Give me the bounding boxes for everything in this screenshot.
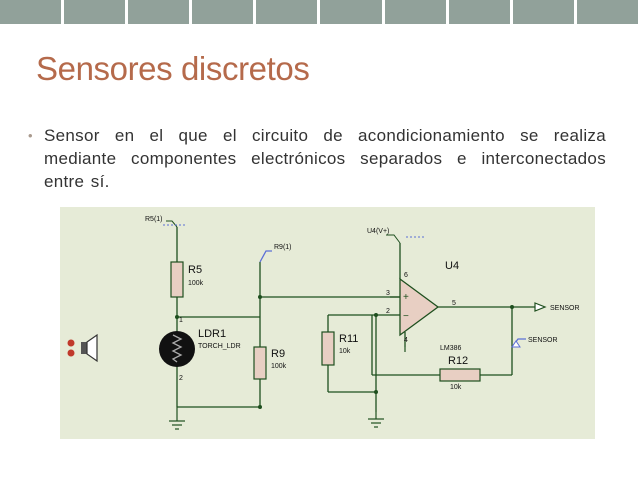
label-pin-6: 6	[404, 272, 408, 279]
junction-dots	[175, 295, 514, 409]
label-r11-value: 10k	[339, 348, 351, 355]
label-sensor-output: SENSOR	[550, 305, 580, 312]
circuit-labels: R5(1) R9(1) U4(V+) R5 100k LDR1 TORCH_LD…	[145, 216, 580, 391]
svg-text:−: −	[403, 311, 409, 322]
bullet-text: Sensor en el que el circuito de acondici…	[44, 126, 606, 191]
top-decorative-band	[0, 0, 638, 24]
opamp-u4: + −	[390, 277, 440, 337]
label-ldr-pin-1: 1	[179, 317, 183, 324]
label-r12-value: 10k	[450, 384, 462, 391]
label-u4-vplus: U4(V+)	[367, 228, 389, 235]
label-lm386: LM386	[440, 345, 462, 352]
r12-resistor	[439, 368, 481, 382]
label-r9-value: 100k	[271, 363, 287, 370]
svg-text:+: +	[403, 292, 409, 303]
bullet-dot-icon: •	[28, 128, 33, 143]
label-u4: U4	[445, 260, 459, 272]
bullet-item: • Sensor en el que el circuito de acondi…	[28, 124, 606, 193]
label-ldr: LDR1	[198, 328, 226, 340]
label-r9-1: R9(1)	[274, 244, 292, 251]
label-pin-3: 3	[386, 290, 390, 297]
power-probe-u4	[386, 234, 426, 244]
label-r11: R11	[339, 333, 358, 345]
label-r5-1: R5(1)	[145, 216, 163, 223]
label-sensor-probe: SENSOR	[528, 337, 558, 344]
label-ldr-sub: TORCH_LDR	[198, 343, 241, 350]
ground-symbols	[169, 347, 406, 430]
label-pin-4: 4	[404, 337, 408, 344]
label-r9: R9	[271, 348, 285, 360]
label-r5: R5	[188, 264, 202, 276]
r11-resistor	[321, 331, 335, 366]
r9-resistor	[253, 346, 267, 380]
light-source	[67, 333, 98, 363]
sensor-output-terminal	[534, 302, 547, 312]
power-probe-r9	[259, 250, 272, 263]
circuit-diagram: + − R5(1) R9(1) U4(V+) R5 100k LDR1 T	[60, 207, 595, 439]
label-r12: R12	[448, 355, 468, 367]
label-pin-2: 2	[386, 308, 390, 315]
slide-title: Sensores discretos	[36, 50, 310, 87]
sensor-probe-terminal	[511, 338, 526, 348]
label-r5-value: 100k	[188, 280, 204, 287]
r5-resistor	[170, 261, 184, 298]
power-probe-r5	[163, 220, 185, 228]
ldr-component	[159, 331, 195, 367]
label-pin-5: 5	[452, 300, 456, 307]
circuit-wires	[176, 227, 535, 412]
label-ldr-pin-2: 2	[179, 375, 183, 382]
